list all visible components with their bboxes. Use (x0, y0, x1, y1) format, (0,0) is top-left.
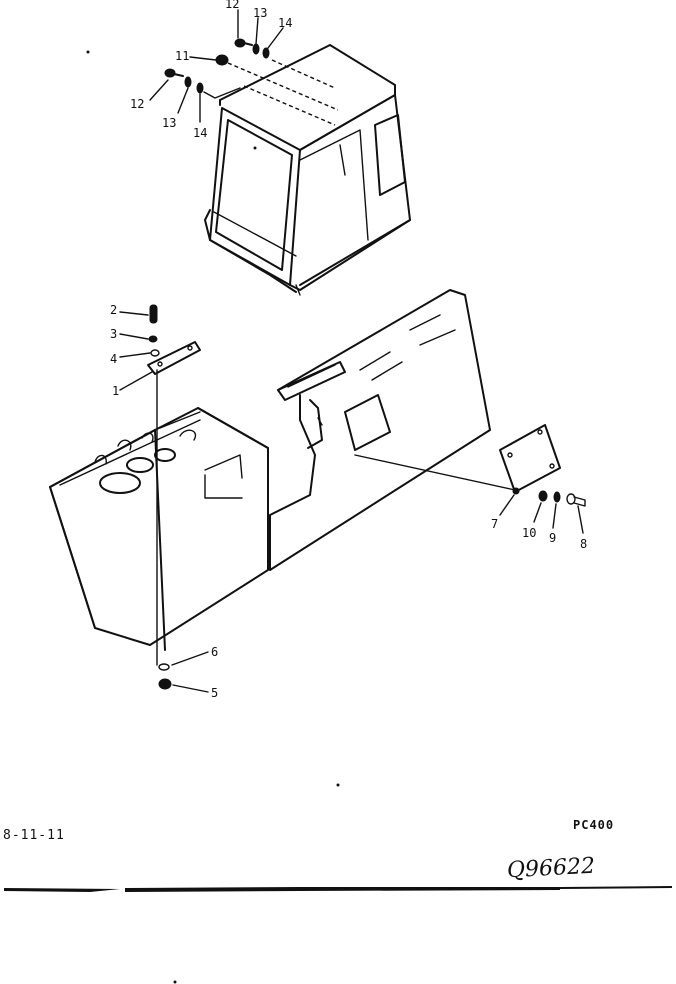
washer-14-lower (196, 82, 204, 94)
fuel-tank (49, 407, 269, 651)
washer-6 (158, 663, 170, 671)
callout-4: 4 (110, 352, 117, 366)
bolt-12-lower (164, 68, 176, 78)
cover-7 (499, 424, 561, 493)
callout-14-top: 14 (278, 16, 292, 30)
callout-12-bottom: 12 (130, 97, 144, 111)
plug-5 (158, 678, 172, 690)
bottom-rule (4, 886, 672, 892)
callout-12-top: 12 (225, 0, 239, 11)
plate-assembly (119, 304, 201, 666)
callout-8: 8 (580, 537, 587, 551)
model-number: PC400 (573, 818, 615, 832)
callout-13-bottom: 13 (162, 116, 176, 130)
washer-4 (150, 349, 160, 357)
callout-13-top: 13 (253, 6, 267, 20)
callout-9: 9 (549, 531, 556, 545)
callout-6: 6 (211, 645, 218, 659)
revolving-frame-panel (269, 289, 491, 571)
callout-10: 10 (522, 526, 536, 540)
callout-2: 2 (110, 303, 117, 317)
callout-1: 1 (112, 384, 119, 398)
washer-13-lower (184, 76, 192, 88)
access-opening (344, 394, 391, 451)
nut-11 (215, 54, 229, 66)
page-reference: 8-11-11 (3, 828, 65, 843)
plate-1 (147, 341, 201, 375)
bolt-2 (149, 304, 158, 324)
operator-cab (204, 44, 411, 296)
callout-3: 3 (110, 327, 117, 341)
washer-3 (148, 335, 158, 343)
cab-fasteners (149, 9, 339, 126)
serial-number: Q96622 (506, 853, 596, 884)
washer-10 (538, 490, 548, 502)
callout-labels: 12 13 14 11 12 13 14 2 3 4 1 6 5 7 10 9 … (110, 0, 587, 700)
washer-13-upper (252, 43, 260, 55)
callout-14-bottom: 14 (193, 126, 207, 140)
scan-specks (86, 50, 340, 984)
cover-assembly (354, 424, 586, 534)
callout-11: 11 (175, 49, 189, 63)
callout-5: 5 (211, 686, 218, 700)
callout-7: 7 (491, 517, 498, 531)
washer-14-upper (262, 47, 270, 59)
washer-9 (553, 491, 561, 503)
drain-assembly (158, 651, 209, 693)
